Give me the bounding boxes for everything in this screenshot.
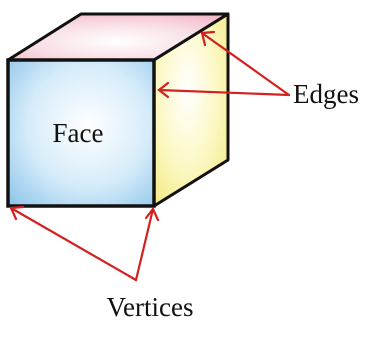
front-face — [6, 58, 156, 208]
edge-arrow-top — [200, 30, 291, 97]
edges-label: Edges — [293, 79, 359, 109]
face-label: Face — [53, 118, 104, 148]
vertices-label: Vertices — [107, 292, 194, 322]
edge-arrow-front — [157, 81, 291, 99]
vertex-arrow-left — [9, 205, 138, 282]
vertex-arrow-right — [134, 206, 160, 282]
